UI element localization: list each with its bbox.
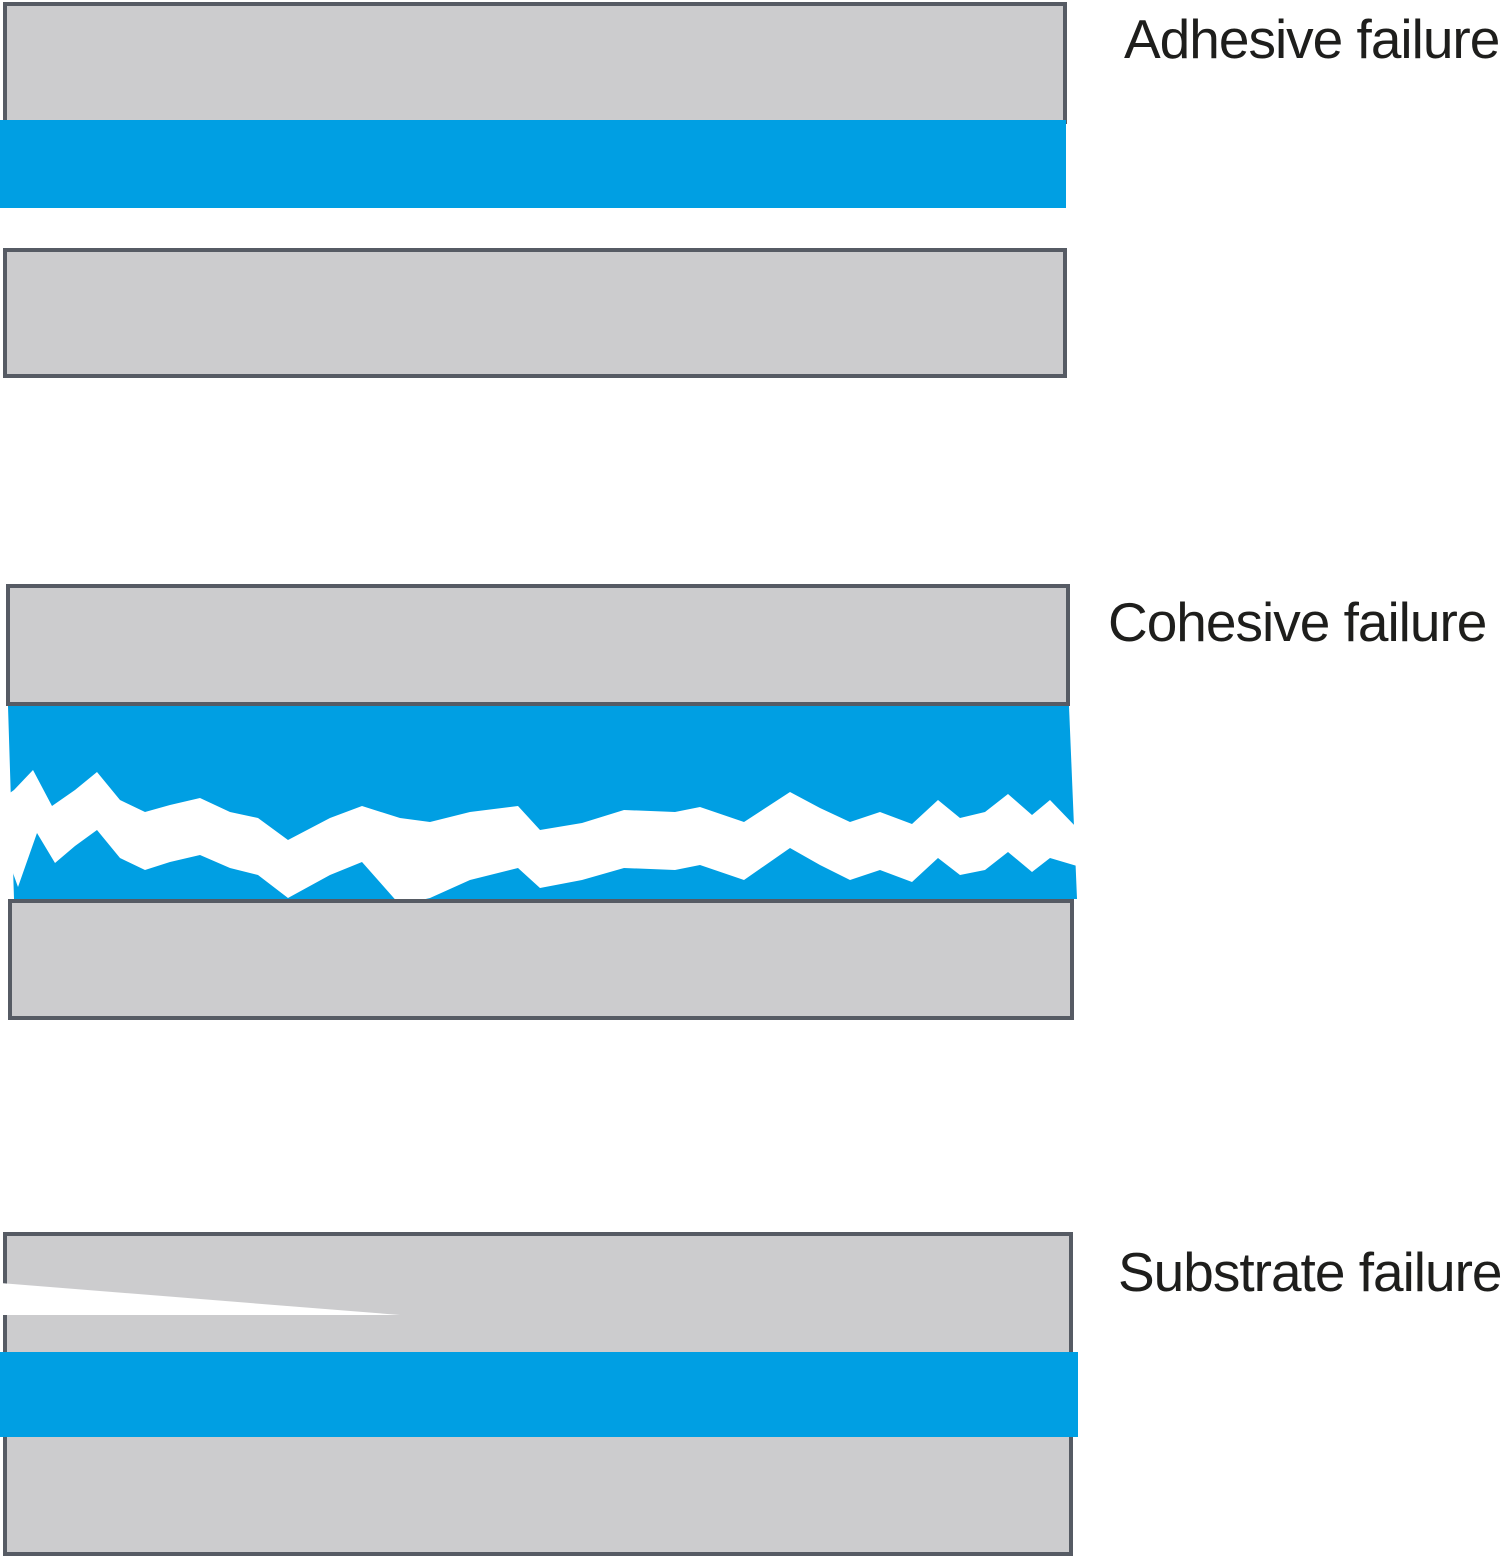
substrate-crack-wedge bbox=[0, 1283, 400, 1315]
cohesive-crack bbox=[0, 770, 1077, 905]
panel-cohesive bbox=[0, 584, 1077, 1020]
panel-adhesive bbox=[0, 2, 1067, 378]
substrate-top-bar bbox=[3, 2, 1067, 124]
panel-substrate bbox=[0, 1232, 1078, 1556]
adhesive-layer bbox=[0, 1352, 1078, 1437]
substrate-top-bar bbox=[6, 584, 1070, 706]
label-substrate-failure: Substrate failure bbox=[1118, 1241, 1502, 1303]
substrate-bottom-bar bbox=[8, 899, 1074, 1020]
adhesive-layer bbox=[0, 120, 1066, 208]
substrate-bottom-bar bbox=[3, 248, 1067, 378]
label-adhesive-failure: Adhesive failure bbox=[1124, 8, 1500, 70]
label-cohesive-failure: Cohesive failure bbox=[1108, 591, 1487, 653]
